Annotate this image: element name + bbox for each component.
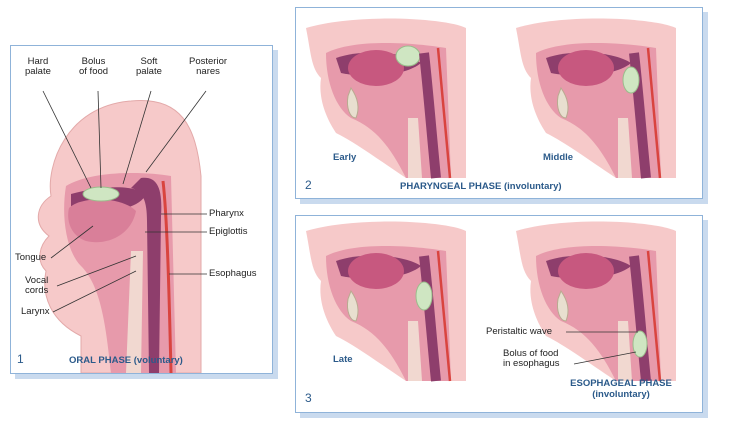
label-hard-palate: Hard palate	[25, 56, 51, 77]
pharynx-cavity	[131, 177, 162, 373]
esophageal-phase-illustration	[306, 221, 676, 382]
panel2-number: 2	[305, 178, 312, 192]
middle-illustration	[516, 18, 676, 179]
oral-phase-panel: Hard palate Bolus of food Soft palate Po…	[10, 45, 273, 374]
label-bolus-in-esophagus: Bolus of food in esophagus	[503, 348, 560, 369]
panel3-title: ESOPHAGEAL PHASE (involuntary)	[551, 378, 691, 400]
label-pharynx: Pharynx	[209, 208, 244, 219]
label-bolus-of-food: Bolus of food	[79, 56, 109, 77]
label-early: Early	[333, 152, 357, 163]
oral-phase-illustration	[37, 90, 207, 373]
label-middle: Middle	[543, 152, 574, 163]
late-illustration	[306, 221, 466, 382]
label-epiglottis: Epiglottis	[209, 226, 248, 237]
label-late: Late	[333, 354, 353, 365]
label-larynx: Larynx	[21, 306, 50, 317]
esophageal-phase-panel: Late Peristaltic wave Bolus of food in e…	[295, 215, 703, 413]
label-posterior-nares: Posterior nares	[189, 56, 228, 77]
pharyngeal-phase-panel: Early Middle 2 PHARYNGEAL PHASE (involun…	[295, 7, 703, 199]
esophagus-line	[161, 180, 173, 373]
label-vocal-cords: Vocal cords	[25, 275, 49, 296]
label-soft-palate: Soft palate	[136, 56, 162, 77]
panel3-number: 3	[305, 391, 312, 405]
bolus-shape	[82, 186, 120, 202]
panel3-title-line2: (involuntary)	[592, 389, 650, 400]
panel1-title: ORAL PHASE (voluntary)	[69, 355, 183, 366]
early-illustration	[306, 18, 466, 179]
panel2-title: PHARYNGEAL PHASE (involuntary)	[400, 181, 562, 192]
panel3-title-line1: ESOPHAGEAL PHASE	[570, 378, 672, 389]
label-tongue: Tongue	[15, 252, 47, 263]
label-esophagus: Esophagus	[209, 268, 257, 279]
label-peristaltic-wave: Peristaltic wave	[486, 326, 552, 337]
esophageal-illustration	[516, 221, 676, 382]
larynx-shape	[126, 251, 143, 373]
panel1-number: 1	[17, 352, 24, 366]
pharyngeal-phase-illustration	[306, 18, 676, 179]
